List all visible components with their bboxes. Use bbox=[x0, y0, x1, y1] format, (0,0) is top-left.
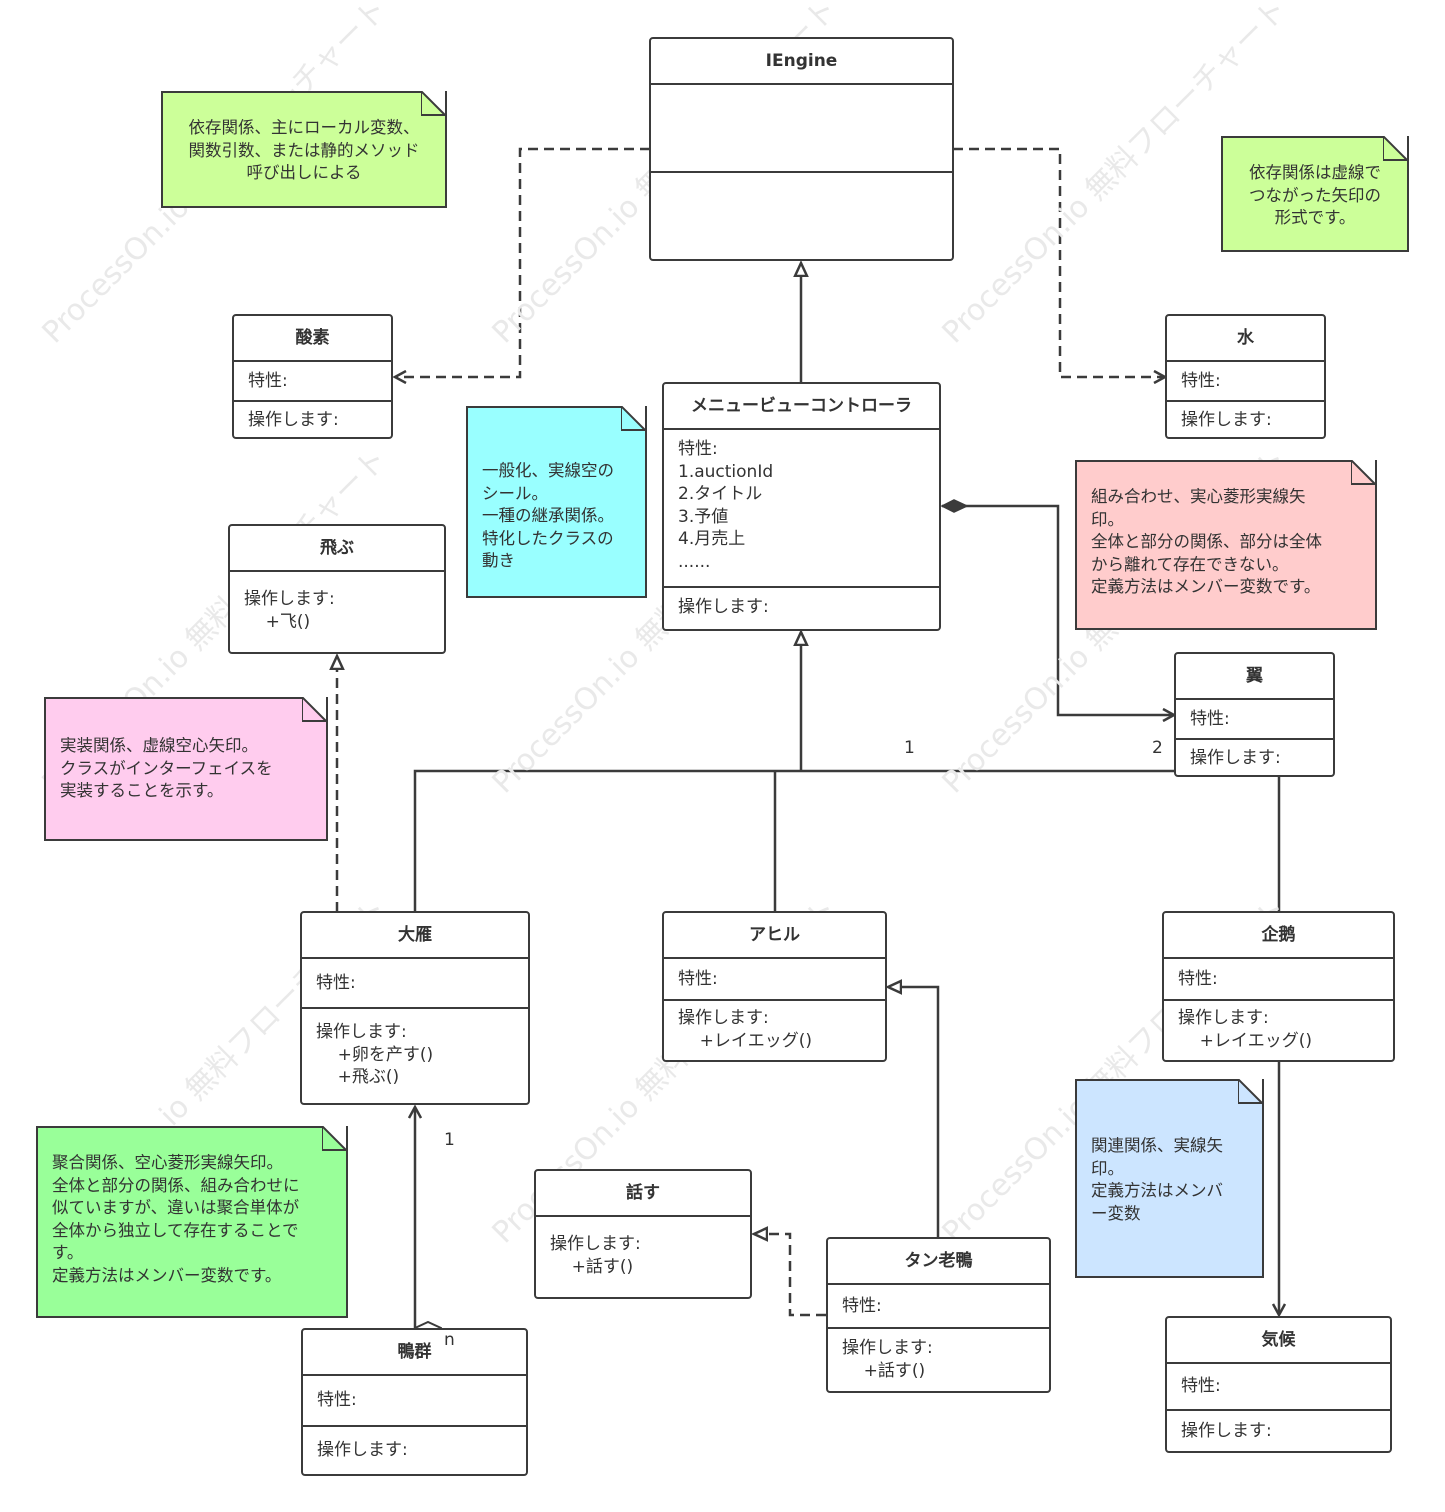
note-fold-icon bbox=[322, 1126, 347, 1151]
class-name: 翼 bbox=[1176, 654, 1333, 700]
class-ahiru[interactable]: アヒル 特性: 操作します: +レイエッグ() bbox=[662, 911, 887, 1062]
class-operations: 操作します: +話す() bbox=[550, 1234, 641, 1277]
note-association[interactable]: 関連関係、実線矢印。定義方法はメンバー変数 bbox=[1075, 1079, 1264, 1278]
class-name: 酸素 bbox=[234, 316, 391, 362]
class-attributes: 特性: bbox=[234, 362, 391, 402]
generalization-tanroya-ahiru bbox=[888, 987, 940, 1238]
class-name: 気候 bbox=[1167, 1318, 1390, 1364]
multiplicity-label: 2 bbox=[1152, 738, 1163, 758]
class-name: 話す bbox=[536, 1171, 750, 1217]
note-fold-icon bbox=[1238, 1079, 1263, 1104]
class-name: 鴨群 bbox=[303, 1330, 526, 1376]
class-name: アヒル bbox=[664, 913, 885, 959]
class-mizu[interactable]: 水 特性: 操作します: bbox=[1165, 314, 1326, 439]
class-attributes: 特性: bbox=[303, 1376, 526, 1427]
class-operations: 操作します: bbox=[1190, 748, 1281, 768]
class-attributes: 特性: 1.auctionId 2.タイトル 3.予値 4.月売上 ...... bbox=[664, 430, 939, 588]
class-attributes: 特性: bbox=[1167, 1364, 1390, 1411]
class-name: IEngine bbox=[651, 39, 952, 85]
class-name: 大雁 bbox=[302, 913, 528, 959]
class-operations: 操作します: bbox=[1181, 410, 1272, 430]
class-iengine[interactable]: IEngine bbox=[649, 37, 954, 261]
multiplicity-label: n bbox=[444, 1330, 455, 1350]
class-operations: 操作します: +話す() bbox=[842, 1338, 933, 1381]
class-attributes: 特性: bbox=[664, 959, 885, 1001]
class-tanroya[interactable]: タン老鴨 特性: 操作します: +話す() bbox=[826, 1237, 1051, 1393]
class-name: 企鹅 bbox=[1164, 913, 1393, 959]
class-hanasu[interactable]: 話す 操作します: +話す() bbox=[534, 1169, 752, 1299]
class-operations: 操作します: +卵を产す() +飛ぶ() bbox=[316, 1022, 434, 1087]
note-generalization[interactable]: 一般化、実線空のシール。一種の継承関係。特化したクラスの動き bbox=[466, 406, 647, 598]
note-composition[interactable]: 組み合わせ、実心菱形実線矢印。全体と部分の関係、部分は全体から離れて存在できない… bbox=[1075, 460, 1377, 630]
class-tsubasa[interactable]: 翼 特性: 操作します: bbox=[1174, 652, 1335, 777]
realization-tanroya-hanasu bbox=[754, 1234, 826, 1317]
class-operations: 操作します: +レイエッグ() bbox=[1178, 1008, 1312, 1051]
class-operations: 操作します: bbox=[678, 597, 769, 617]
class-operations: 操作します: +飞() bbox=[244, 589, 335, 632]
class-attributes: 特性: bbox=[1176, 700, 1333, 740]
class-name: タン老鴨 bbox=[828, 1239, 1049, 1285]
multiplicity-label: 1 bbox=[904, 738, 915, 758]
class-ogan[interactable]: 大雁 特性: 操作します: +卵を产す() +飛ぶ() bbox=[300, 911, 530, 1105]
multiplicity-label: 1 bbox=[444, 1130, 455, 1150]
class-name: メニュービューコントローラ bbox=[664, 384, 939, 430]
class-pengin[interactable]: 企鹅 特性: 操作します: +レイエッグ() bbox=[1162, 911, 1395, 1062]
note-fold-icon bbox=[421, 91, 446, 116]
note-fold-icon bbox=[302, 697, 327, 722]
class-operations: 操作します: bbox=[317, 1440, 408, 1460]
dependency-iengine-mizu bbox=[953, 147, 1165, 377]
dependency-iengine-sanso bbox=[395, 147, 650, 377]
class-attributes: 特性: bbox=[302, 959, 528, 1009]
class-attributes: 特性: bbox=[828, 1285, 1049, 1329]
class-attributes: 特性: bbox=[1164, 959, 1393, 1001]
class-name: 飛ぶ bbox=[230, 526, 444, 572]
class-tobu[interactable]: 飛ぶ 操作します: +飞() bbox=[228, 524, 446, 654]
note-dependency-1[interactable]: 依存関係、主にローカル変数、関数引数、または静的メソッド呼び出しによる bbox=[161, 91, 447, 208]
note-fold-icon bbox=[1383, 136, 1408, 161]
class-operations: 操作します: +レイエッグ() bbox=[678, 1008, 812, 1051]
class-kamogun[interactable]: 鴨群 特性: 操作します: bbox=[301, 1328, 528, 1476]
note-fold-icon bbox=[1351, 460, 1376, 485]
generalization-bus bbox=[413, 769, 1281, 912]
note-dependency-2[interactable]: 依存関係は虚線でつながった矢印の形式です。 bbox=[1221, 136, 1409, 252]
class-name: 水 bbox=[1167, 316, 1324, 362]
class-menu-view-controller[interactable]: メニュービューコントローラ 特性: 1.auctionId 2.タイトル 3.予… bbox=[662, 382, 941, 631]
class-operations bbox=[651, 173, 952, 185]
composition-menu-tsubasa bbox=[942, 506, 1174, 715]
class-sanso[interactable]: 酸素 特性: 操作します: bbox=[232, 314, 393, 439]
note-realization[interactable]: 実装関係、虚線空心矢印。クラスがインターフェイスを実装することを示す。 bbox=[44, 697, 328, 841]
note-aggregation[interactable]: 聚合関係、空心菱形実線矢印。全体と部分の関係、組み合わせに似ていますが、違いは聚… bbox=[36, 1126, 348, 1318]
note-fold-icon bbox=[621, 406, 646, 431]
class-attributes: 特性: bbox=[1167, 362, 1324, 402]
class-operations: 操作します: bbox=[248, 410, 339, 430]
class-operations: 操作します: bbox=[1181, 1421, 1272, 1441]
class-attributes bbox=[651, 85, 952, 173]
class-kiko[interactable]: 気候 特性: 操作します: bbox=[1165, 1316, 1392, 1453]
